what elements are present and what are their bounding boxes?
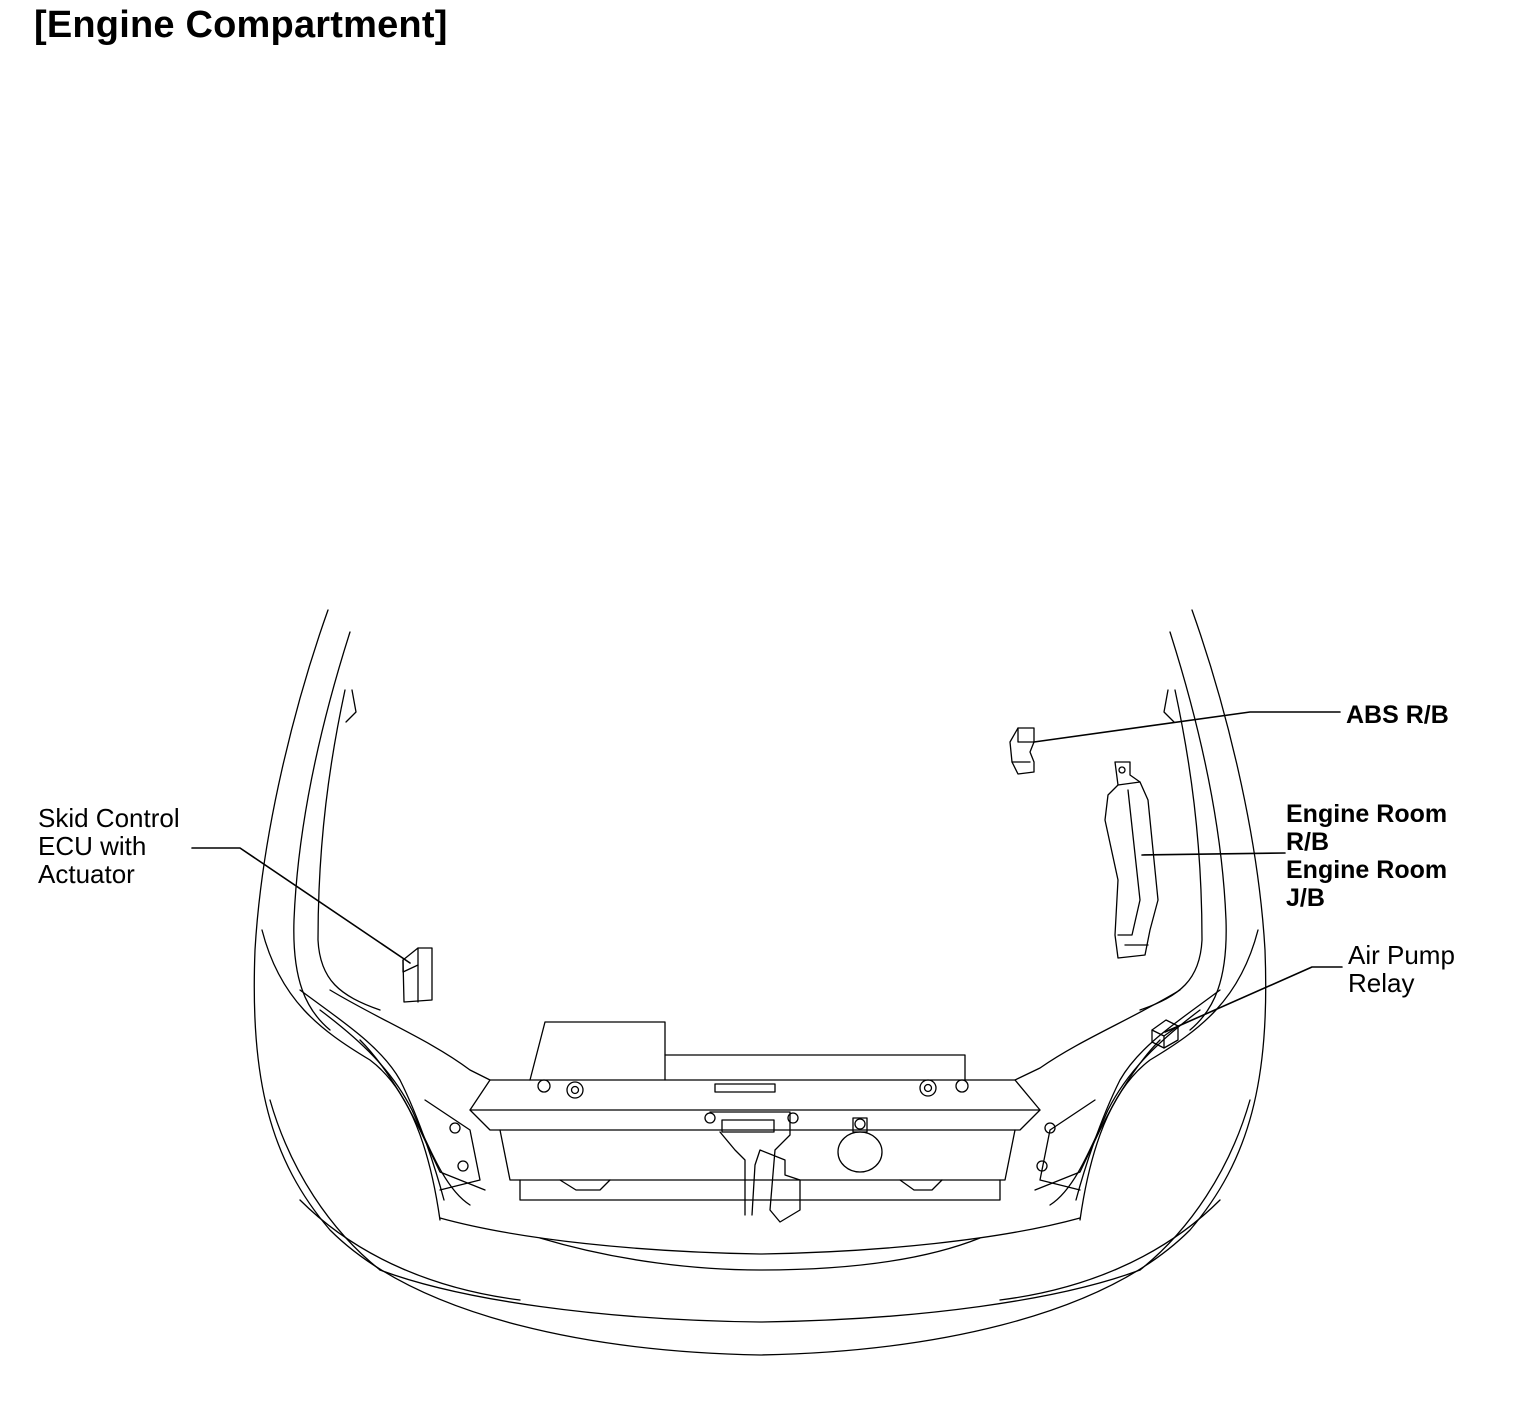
abs-rb-label: ABS R/B [1346,701,1449,729]
horn [559,1117,943,1191]
engine-room-jb-line2: J/B [1286,884,1325,912]
air-pump-relay-line2: Relay [1348,968,1415,998]
air-pump-relay-label: Air Pump Relay [1348,941,1455,997]
right-headlight [1034,929,1259,1271]
abs-rb-text: ABS R/B [1346,701,1449,729]
abs-rb-leader [1033,711,1341,743]
leader-lines [191,711,1343,1033]
skid-control-ecu [402,947,433,1003]
engine-room-rb-line1: Engine Room [1286,800,1448,828]
engine-room-leader [1141,852,1286,856]
skid-control-leader [191,847,411,964]
front-bumper [299,1199,1221,1323]
engine-room-jb-label: Engine Room J/B [1286,856,1447,912]
engine-room-relay-junction-block [1104,761,1159,959]
vehicle-body-outline [253,609,1267,1356]
skid-control-line3: Actuator [38,859,135,889]
radiator-support [329,989,1181,1201]
skid-control-line1: Skid Control [38,803,180,833]
battery [529,1021,966,1081]
skid-control-line2: ECU with [38,831,147,861]
abs-relay-block [1009,727,1035,775]
engine-room-rb-line2: R/B [1286,828,1330,856]
engine-room-jb-line1: Engine Room [1286,856,1448,884]
engine-room-rb-label: Engine Room R/B [1286,800,1447,856]
skid-control-label: Skid Control ECU with Actuator [38,804,180,888]
air-pump-relay [1151,1019,1179,1049]
hood-latch [704,1111,801,1223]
left-headlight [261,929,486,1271]
page-title: [Engine Compartment] [34,4,448,46]
air-pump-leader [1164,966,1343,1033]
air-pump-relay-line1: Air Pump [1348,940,1455,970]
